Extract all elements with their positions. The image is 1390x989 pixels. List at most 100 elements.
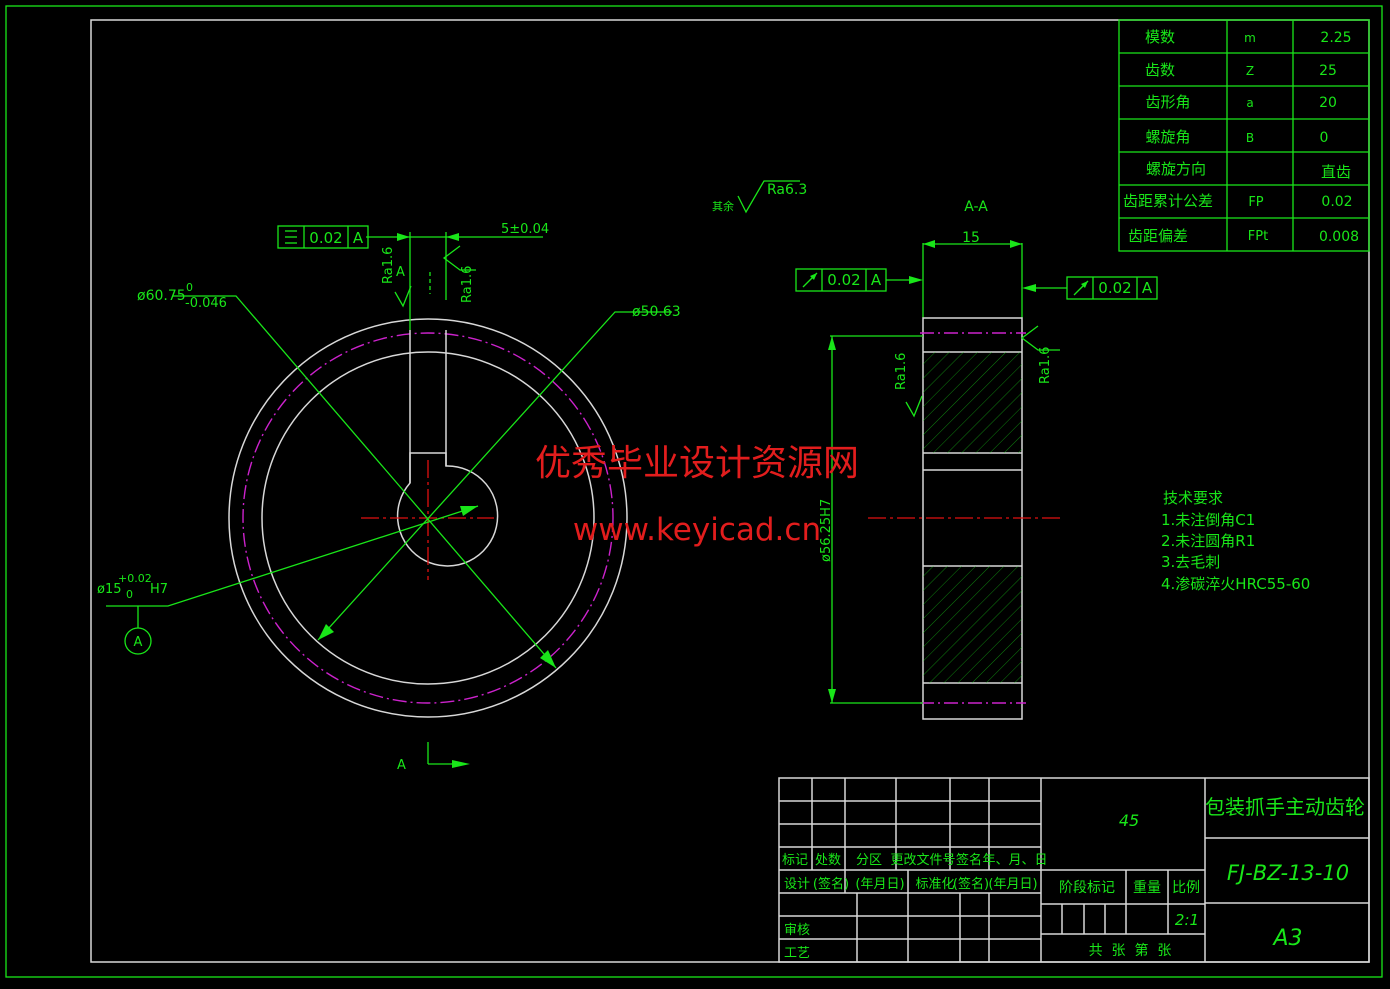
param-symbol: FP [1248, 195, 1263, 210]
hatch-bottom [923, 566, 1022, 683]
other-roughness-label: 其余 [712, 199, 734, 213]
tb-part-name: 包装抓手主动齿轮 [1205, 795, 1365, 819]
parameter-table: 模数 m 2.25 齿数 Z 25 齿形角 a 20 螺旋角 B 0 螺旋方向 … [1118, 19, 1370, 252]
tech-item: 3.去毛刺 [1161, 553, 1220, 571]
tb-header: 处数 [815, 853, 841, 868]
hatch-top [923, 352, 1022, 453]
param-name: 齿距偏差 [1128, 227, 1188, 245]
tb-sheet-size: A3 [1271, 926, 1302, 951]
title-block: 标记 处数 分区 更改文件号 签名 年、月、日 设计 (签名) (年月日) 标准… [778, 777, 1370, 963]
front-view: ø60.75 0 -0.046 ø50.63 ø15 +0.02 0 H7 A … [97, 222, 681, 773]
param-symbol: Z [1246, 64, 1254, 78]
arrowhead [540, 650, 556, 668]
inner-frame [90, 19, 1370, 963]
arrowhead [318, 624, 334, 640]
section-roughness-right: Ra1.6 [1038, 347, 1053, 384]
bore-leader [106, 505, 479, 607]
tb-design: (签名) [953, 876, 989, 892]
tech-item: 1.未注倒角C1 [1161, 511, 1255, 529]
runout-right-value: 0.02 [1098, 279, 1131, 297]
param-value: 0.008 [1319, 229, 1359, 245]
roughness-left-label: Ra1.6 [381, 247, 396, 284]
param-value: 2.25 [1320, 30, 1351, 46]
roughness-symbol [1020, 325, 1060, 351]
arrowhead [923, 240, 935, 248]
outer-frame [5, 5, 1383, 978]
pitch-circle [242, 332, 614, 704]
arrowhead [828, 689, 836, 703]
arrowhead [446, 233, 459, 241]
roughness-symbol [905, 395, 923, 418]
section-mark-top: A [396, 265, 405, 280]
root-circle [261, 351, 595, 685]
tb-drawing-no: FJ-BZ-13-10 [1227, 861, 1349, 885]
arrowhead [1010, 240, 1022, 248]
bore-tol-up: +0.02 [118, 572, 152, 585]
param-value: 20 [1319, 95, 1337, 111]
arrowhead [909, 276, 923, 284]
param-value: 0 [1320, 130, 1329, 146]
bore-tol-low: 0 [126, 588, 133, 601]
section-dia-label: ø56.25H7 [819, 499, 834, 562]
symmetry-tolerance-frame [277, 225, 369, 249]
other-roughness: 其余 Ra6.3 [712, 180, 807, 214]
other-roughness-value: Ra6.3 [767, 182, 807, 198]
section-mark-bottom: A [397, 758, 406, 773]
param-value: 25 [1319, 63, 1337, 79]
tb-sheets: 共 张 第 张 [1089, 942, 1172, 959]
datum-label: A [134, 635, 143, 650]
symmetry-datum: A [353, 229, 364, 247]
outer-dia-tol-low: -0.046 [185, 296, 227, 311]
tb-process: 工艺 [784, 946, 810, 961]
watermark: 优秀毕业设计资源网 www.keyicad.cn [535, 443, 859, 548]
tech-item: 2.未注圆角R1 [1161, 532, 1255, 550]
param-symbol: B [1246, 131, 1254, 145]
tb-header: 签名 [956, 852, 982, 868]
datum-circle [124, 627, 152, 655]
pitch-dia-leader [317, 311, 672, 641]
section-roughness-left: Ra1.6 [894, 353, 909, 390]
runout-left-value: 0.02 [827, 271, 860, 289]
outer-dia-tol-up: 0 [186, 281, 193, 294]
arrowhead [397, 233, 410, 241]
section-view: A-A 15 ø56.25H7 0.02 A [795, 199, 1158, 720]
tb-design: (签名) [813, 876, 849, 892]
width-label: 15 [962, 230, 980, 246]
runout-left-datum: A [871, 271, 882, 289]
tb-header: 分区 [856, 853, 882, 868]
watermark-line2: www.keyicad.cn [573, 512, 821, 548]
keyway-width-label: 5±0.04 [501, 222, 549, 237]
arrowhead [828, 336, 836, 350]
param-value: 0.02 [1321, 194, 1352, 210]
outer-dia-leader [173, 295, 557, 669]
tech-item: 4.渗碳淬火HRC55-60 [1161, 575, 1310, 593]
tb-header: 年、月、日 [982, 853, 1047, 868]
tb-scale: 2:1 [1175, 911, 1199, 929]
param-name: 齿距累计公差 [1123, 192, 1213, 210]
pitch-dia-label: ø50.63 [632, 304, 681, 320]
watermark-line1: 优秀毕业设计资源网 [535, 443, 859, 484]
tb-review: 审核 [784, 923, 810, 938]
roughness-right-label: Ra1.6 [460, 266, 475, 303]
symmetry-tol-value: 0.02 [309, 229, 342, 247]
param-value: 直齿 [1321, 163, 1351, 181]
tb-header: 更改文件号 [890, 853, 955, 868]
param-name: 螺旋角 [1145, 128, 1190, 146]
bore-fit: H7 [150, 582, 168, 597]
param-name: 齿数 [1145, 61, 1175, 79]
tb-stage: 阶段标记 [1059, 880, 1115, 896]
tb-material: 45 [1119, 811, 1139, 830]
arrowhead [1022, 284, 1036, 292]
section-arrow-head [452, 760, 470, 768]
tb-weight: 重量 [1133, 880, 1161, 896]
bore-dia-label: ø15 [97, 582, 122, 597]
section-title: A-A [964, 199, 988, 215]
tb-design: 标准化 [915, 877, 954, 892]
tb-design: (年月日) [855, 877, 904, 892]
param-symbol: m [1244, 31, 1256, 45]
tb-header: 标记 [782, 853, 808, 868]
tech-title: 技术要求 [1163, 489, 1223, 507]
tech-requirements: 技术要求 1.未注倒角C1 2.未注圆角R1 3.去毛刺 4.渗碳淬火HRC55… [1161, 489, 1310, 593]
